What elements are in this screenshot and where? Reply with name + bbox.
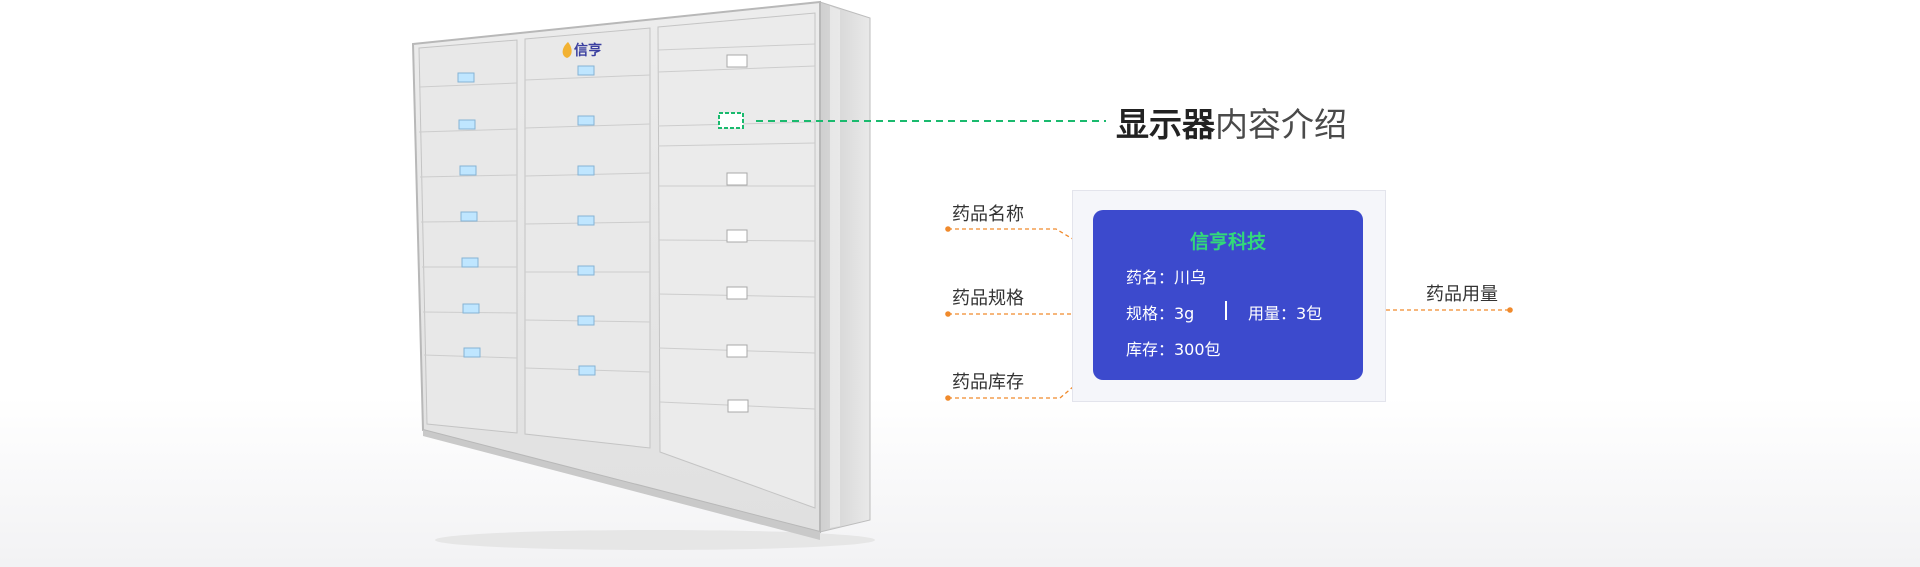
callout-drug-spec: 药品规格 — [952, 288, 1024, 309]
cabinet-brand-logo: 信亨 — [574, 42, 602, 59]
floor-shadow — [435, 530, 875, 550]
display-screen: 信亨科技 药名：川乌 规格：3g 用量：3包 库存：300包 — [1093, 210, 1363, 380]
cabinet-illustration: 信亨 — [411, 0, 875, 550]
display-title-bold: 显示器 — [1116, 105, 1215, 144]
screen-drug-dose: 用量：3包 — [1248, 304, 1323, 323]
cabinet-column-1 — [418, 39, 518, 434]
screen-drug-stock: 库存：300包 — [1126, 340, 1221, 359]
display-content-title: 显示器内容介绍 — [1116, 98, 1347, 146]
screen-drug-spec: 规格：3g — [1126, 304, 1195, 323]
screen-drug-name: 药名：川乌 — [1126, 268, 1207, 287]
cabinet-side-panel — [819, 1, 871, 533]
leader-dot-dose — [1507, 307, 1513, 313]
medicine-cabinet: 信亨 — [395, 0, 895, 567]
leader-dot-stock — [945, 395, 951, 401]
callout-drug-dose: 药品用量 — [1426, 284, 1498, 305]
screen-separator — [1225, 301, 1227, 320]
gourd-drop-icon — [562, 42, 572, 58]
mini-display — [457, 72, 475, 83]
callout-drug-stock: 药品库存 — [952, 372, 1024, 393]
leader-dot-spec — [945, 311, 951, 317]
leader-dot-name — [945, 226, 951, 232]
callout-drug-name: 药品名称 — [952, 204, 1024, 225]
cabinet-base — [423, 430, 820, 540]
display-title-rest: 内容介绍 — [1215, 105, 1347, 144]
cabinet-column-3 — [657, 12, 816, 509]
highlighted-drawer-display — [718, 112, 744, 129]
screen-brand: 信亨科技 — [1189, 231, 1266, 253]
cabinet-column-2: 信亨 — [524, 27, 651, 449]
